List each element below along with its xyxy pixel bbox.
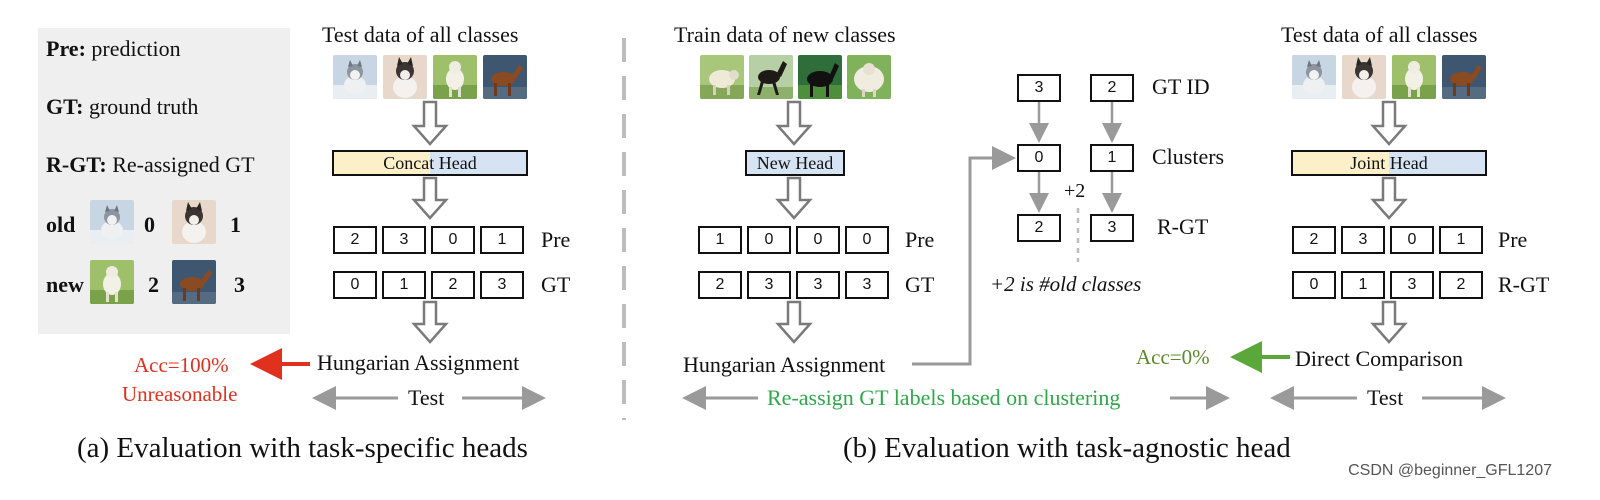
gt-cell: 2 <box>698 271 742 299</box>
hollow-arrows-a <box>411 100 449 344</box>
lamb-thumbnail <box>90 260 134 304</box>
pre-cell: 0 <box>1390 226 1434 254</box>
joint-head-box: Joint Head <box>1291 150 1487 176</box>
legend-new-id-a: 2 <box>148 272 159 297</box>
gt-cell: 2 <box>431 271 475 299</box>
watermark: CSDN @beginner_GFL1207 <box>1348 462 1552 479</box>
black-horse-thumbnail <box>798 55 842 99</box>
panel-b-hungarian-label: Hungarian Assignment <box>683 352 886 377</box>
cluster-cell: 0 <box>1017 144 1061 172</box>
panel-a-pre-label: Pre <box>541 227 571 252</box>
husky-dog-thumbnail <box>1342 55 1386 99</box>
panel-b-test-pre-label: Pre <box>1498 227 1528 252</box>
rgt-cell: 1 <box>1341 271 1385 299</box>
sheep-thumbnail <box>700 55 744 99</box>
panel-b-test-title: Test data of all classes <box>1281 22 1478 47</box>
gt-cell: 1 <box>382 271 426 299</box>
husky-dog-thumbnail <box>383 55 427 99</box>
rgt-cell: 2 <box>1439 271 1483 299</box>
gt-id-cell: 3 <box>1017 74 1061 102</box>
pre-cell: 0 <box>747 226 791 254</box>
lamb-thumbnail <box>1392 55 1436 99</box>
rgt-label: R-GT <box>1157 214 1209 239</box>
rgt-cell: 2 <box>1017 214 1061 242</box>
legend-rgt-desc: Re-assigned GT <box>112 152 255 177</box>
husky-puppy-thumbnail <box>333 55 377 99</box>
rgt-cell: 3 <box>1090 214 1134 242</box>
black-horse-thumbnail <box>749 55 793 99</box>
clusters-label: Clusters <box>1152 144 1225 169</box>
legend-gt: GT: ground truth <box>46 94 198 120</box>
pre-cell: 2 <box>333 226 377 254</box>
gt-cell: 0 <box>333 271 377 299</box>
rgt-cell: 0 <box>1292 271 1336 299</box>
new-head-label: New Head <box>756 152 834 173</box>
joint-head-label: Joint Head <box>1350 152 1428 173</box>
hollow-arrows-b-train <box>775 100 813 344</box>
brown-horse-thumbnail <box>483 55 527 99</box>
husky-puppy-thumbnail <box>90 200 134 244</box>
legend-pre: Pre: prediction <box>46 36 181 62</box>
rgt-cell: 3 <box>1390 271 1434 299</box>
panel-b-test-rgt-label: R-GT <box>1498 272 1550 297</box>
panel-a-hungarian-label: Hungarian Assignment <box>317 350 520 375</box>
legend-old-id-b: 1 <box>230 212 241 237</box>
pre-cell: 1 <box>698 226 742 254</box>
legend-panel: Pre: prediction GT: ground truth R-GT: R… <box>38 28 290 334</box>
legend-pre-desc: prediction <box>91 36 181 61</box>
legend-rgt: R-GT: Re-assigned GT <box>46 152 255 178</box>
offset-note: +2 is #old classes <box>990 272 1142 296</box>
new-head-box: New Head <box>745 150 845 176</box>
panel-a-test-label: Test <box>408 385 445 410</box>
gt-cell: 3 <box>845 271 889 299</box>
panel-a-unreasonable-label: Unreasonable <box>122 382 238 406</box>
gt-cell: 3 <box>796 271 840 299</box>
legend-new-id-b: 3 <box>234 272 245 297</box>
pre-cell: 1 <box>1439 226 1483 254</box>
legend-pre-term: Pre: <box>46 36 86 61</box>
legend-new-label: new <box>46 272 84 297</box>
pre-cell: 2 <box>1292 226 1336 254</box>
panel-a-test-title: Test data of all classes <box>322 22 519 47</box>
pre-cell: 1 <box>480 226 524 254</box>
legend-rgt-term: R-GT: <box>46 152 107 177</box>
concat-head-box: Concat Head <box>332 150 528 176</box>
pre-cell: 0 <box>431 226 475 254</box>
panel-b-train-title: Train data of new classes <box>674 22 896 47</box>
concat-head-label: Concat Head <box>383 152 477 173</box>
panel-a-gt-label: GT <box>541 272 571 297</box>
panel-a-caption: (a) Evaluation with task-specific heads <box>77 432 528 464</box>
offset-label: +2 <box>1064 180 1086 202</box>
pre-cell: 0 <box>796 226 840 254</box>
legend-old-id-a: 0 <box>144 212 155 237</box>
lamb-thumbnail <box>433 55 477 99</box>
panel-b-caption: (b) Evaluation with task-agnostic head <box>843 432 1291 464</box>
cluster-cell: 1 <box>1090 144 1134 172</box>
panel-b-pre-label: Pre <box>905 227 935 252</box>
brown-horse-thumbnail <box>172 260 216 304</box>
panel-a-acc-label: Acc=100% <box>134 353 229 377</box>
gt-cell: 3 <box>480 271 524 299</box>
gt-cell: 3 <box>747 271 791 299</box>
gt-id-label: GT ID <box>1152 74 1210 99</box>
husky-puppy-thumbnail <box>1292 55 1336 99</box>
pre-cell: 3 <box>382 226 426 254</box>
pre-cell: 0 <box>845 226 889 254</box>
brown-horse-thumbnail <box>1442 55 1486 99</box>
gt-id-cell: 2 <box>1090 74 1134 102</box>
legend-gt-term: GT: <box>46 94 84 119</box>
direct-comparison-label: Direct Comparison <box>1295 346 1464 371</box>
legend-gt-desc: ground truth <box>88 94 199 119</box>
panel-b-test-label: Test <box>1367 385 1404 410</box>
panel-b-acc-label: Acc=0% <box>1136 345 1210 369</box>
sheep-thumbnail <box>847 55 891 99</box>
hollow-arrows-b-test <box>1370 100 1408 344</box>
legend-old-label: old <box>46 212 76 237</box>
pre-cell: 3 <box>1341 226 1385 254</box>
reassign-label: Re-assign GT labels based on clustering <box>767 385 1121 410</box>
husky-dog-thumbnail <box>172 200 216 244</box>
panel-b-gt-label: GT <box>905 272 935 297</box>
